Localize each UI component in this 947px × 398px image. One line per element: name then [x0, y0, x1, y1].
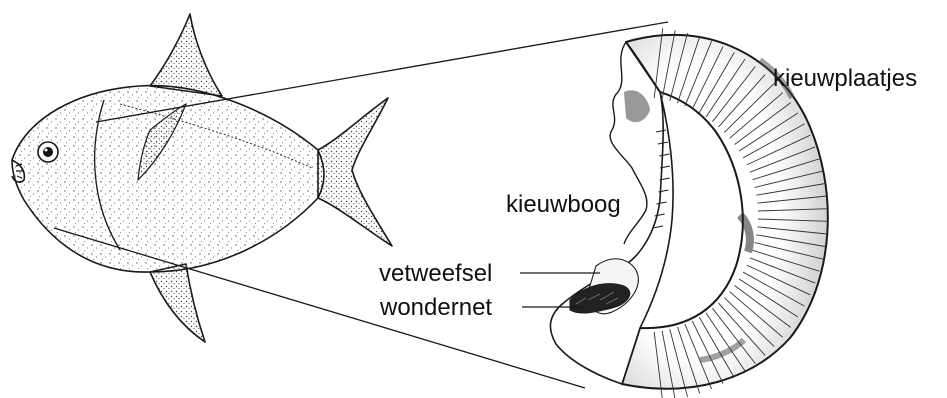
gill-arch-label: kieuwboog	[506, 191, 621, 218]
tail-fin	[318, 98, 392, 246]
rete-mirabile-label: wondernet	[379, 294, 492, 321]
gill-filaments-label: kieuwplaatjes	[773, 65, 917, 92]
dorsal-fin	[150, 14, 222, 96]
fish-body	[12, 86, 324, 272]
fat-tissue-label: vetweefsel	[379, 260, 492, 287]
fish-illustration	[12, 14, 392, 342]
anal-fin	[150, 264, 205, 342]
